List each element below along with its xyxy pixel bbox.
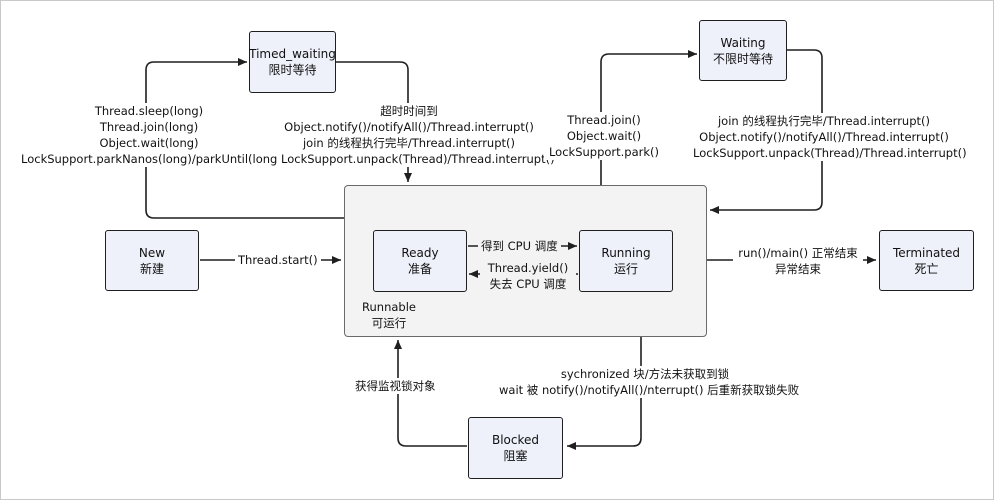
label-to-terminated-line: run()/main() 正常结束 <box>738 246 858 260</box>
label-to-terminated: run()/main() 正常结束 异常结束 <box>733 245 863 277</box>
label-to-timed-waiting-line: LockSupport.parkNanos(long)/parkUntil(lo… <box>21 152 282 166</box>
state-ready-en: Ready <box>401 246 439 260</box>
label-to-terminated-line: 异常结束 <box>775 262 821 276</box>
state-terminated-en: Terminated <box>892 245 961 260</box>
label-to-waiting-line: Object.wait() <box>566 129 642 143</box>
state-runnable: Runnable 可运行 <box>356 299 422 331</box>
state-running-cn: 运行 <box>613 262 638 276</box>
label-running-to-ready-line: 失去 CPU 调度 <box>489 277 567 291</box>
state-waiting-en: Waiting <box>720 35 766 50</box>
label-from-waiting-line: Object.notify()/notifyAll()/Thread.inter… <box>699 130 949 144</box>
label-to-timed-waiting-line: Thread.join(long) <box>99 120 199 134</box>
label-running-to-ready-line: Thread.yield() <box>487 261 569 275</box>
label-running-to-ready: Thread.yield() 失去 CPU 调度 <box>480 260 576 292</box>
arrow-timed-waiting-to-runnable <box>336 61 412 182</box>
label-from-waiting-line: LockSupport.unpack(Thread)/Thread.interr… <box>693 146 967 160</box>
label-to-blocked-line: wait 被 notify()/notifyAll()/nterrupt() 后… <box>499 383 800 397</box>
state-running-en: Running <box>601 246 651 260</box>
state-ready-cn: 准备 <box>407 262 432 276</box>
label-from-waiting-line: join 的线程执行完毕/Thread.interrupt() <box>717 114 930 128</box>
state-new-en: New <box>138 245 166 260</box>
label-ready-to-running: 得到 CPU 调度 <box>478 238 561 254</box>
label-to-waiting-line: Thread.join() <box>567 113 641 127</box>
label-from-timed-waiting-line: 超时时间到 <box>380 104 438 118</box>
label-from-timed-waiting-line: LockSupport.unpack(Thread)/Thread.interr… <box>281 152 555 166</box>
state-timed-waiting-cn: 限时等待 <box>268 63 317 77</box>
label-to-timed-waiting: Thread.sleep(long) Thread.join(long) Obj… <box>18 103 282 167</box>
state-runnable-en: Runnable <box>362 300 416 314</box>
state-running: Running 运行 <box>579 230 673 292</box>
state-terminated: Terminated 死亡 <box>879 230 974 291</box>
label-thread-start: Thread.start() <box>235 252 321 268</box>
state-timed-waiting-en: Timed_waiting <box>249 47 336 61</box>
state-waiting-cn: 不限时等待 <box>712 51 773 66</box>
label-from-timed-waiting-line: Object.notify()/notifyAll()/Thread.inter… <box>284 120 534 134</box>
label-from-timed-waiting-line: join 的线程执行完毕/Thread.interrupt() <box>302 136 515 150</box>
arrow-blocked-to-runnable <box>394 340 467 447</box>
label-to-blocked: sychronized 块/方法未获取到锁 wait 被 notify()/no… <box>496 366 800 398</box>
label-to-waiting: Thread.join() Object.wait() LockSupport.… <box>544 112 664 160</box>
state-blocked-en: Blocked <box>491 433 540 447</box>
state-waiting: Waiting 不限时等待 <box>699 20 787 81</box>
arrow-runnable-to-waiting <box>600 50 697 185</box>
label-from-timed-waiting: 超时时间到 Object.notify()/notifyAll()/Thread… <box>278 103 555 167</box>
state-new: New 新建 <box>105 230 199 291</box>
label-to-waiting-line: LockSupport.park() <box>548 145 660 159</box>
state-runnable-cn: 可运行 <box>371 316 407 330</box>
label-to-blocked-line: sychronized 块/方法未获取到锁 <box>560 367 730 381</box>
label-to-timed-waiting-line: Thread.sleep(long) <box>94 104 204 118</box>
state-terminated-cn: 死亡 <box>914 261 939 276</box>
label-from-blocked: 获得监视锁对象 <box>352 378 439 394</box>
state-blocked-cn: 阻塞 <box>503 449 528 463</box>
state-new-cn: 新建 <box>139 261 164 276</box>
state-ready: Ready 准备 <box>373 230 467 292</box>
arrow-runnable-to-blocked <box>567 337 642 450</box>
state-blocked: Blocked 阻塞 <box>468 417 563 479</box>
label-from-waiting: join 的线程执行完毕/Thread.interrupt() Object.n… <box>690 113 967 161</box>
label-to-timed-waiting-line: Object.wait(long) <box>99 136 199 150</box>
state-timed-waiting: Timed_waiting 限时等待 <box>249 31 336 93</box>
